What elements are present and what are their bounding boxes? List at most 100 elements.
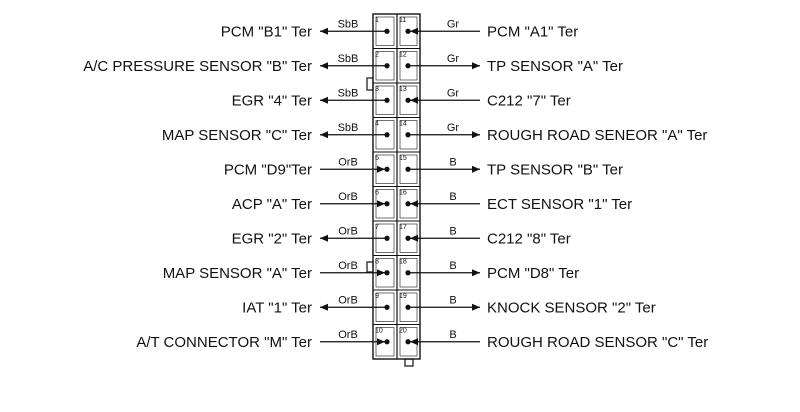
wire-color-code: SbB <box>338 18 359 30</box>
wire-color-code: Gr <box>447 87 460 99</box>
arrow-left-icon <box>410 200 418 208</box>
right-pin-row: 14 Gr ROUGH ROAD SENEOR "A" Ter <box>399 121 707 144</box>
left-pin-row: 3 SbB EGR "4" Ter <box>232 86 390 109</box>
pin-number: 7 <box>375 224 379 231</box>
pin-number: 9 <box>375 293 379 300</box>
terminal-label: PCM "D9"Ter <box>224 161 312 178</box>
arrow-left-icon <box>320 234 328 242</box>
pin-number: 14 <box>399 121 407 128</box>
wire-color-code: OrB <box>338 225 358 237</box>
arrow-right-icon <box>472 269 480 277</box>
wire-color-code: B <box>449 260 456 272</box>
connector-foot <box>404 358 414 367</box>
terminal-label: PCM "B1" Ter <box>221 23 312 40</box>
right-pin-row: 11 Gr PCM "A1" Ter <box>399 17 578 40</box>
arrow-right-icon <box>472 131 480 139</box>
arrow-right-icon <box>377 269 385 277</box>
left-pin-row: 9 OrB IAT "1" Ter <box>242 293 390 316</box>
arrow-left-icon <box>410 96 418 104</box>
right-pin-row: 20 B ROUGH ROAD SENSOR "C" Ter <box>399 328 708 351</box>
right-pin-row: 12 Gr TP SENSOR "A" Ter <box>399 52 623 75</box>
pin-number: 12 <box>399 52 407 59</box>
pin-number: 10 <box>375 328 383 335</box>
pin-number: 8 <box>375 259 379 266</box>
terminal-label: MAP SENSOR "A" Ter <box>163 265 312 282</box>
arrow-right-icon <box>472 62 480 70</box>
wire-color-code: SbB <box>338 87 359 99</box>
wire-color-code: B <box>449 225 456 237</box>
pin-number: 13 <box>399 86 407 93</box>
right-pin-row: 19 B KNOCK SENSOR "2" Ter <box>399 293 656 316</box>
arrow-right-icon <box>377 200 385 208</box>
connector-latch <box>366 77 374 91</box>
left-pin-row: 8 OrB MAP SENSOR "A" Ter <box>163 259 390 282</box>
pin-number: 19 <box>399 293 407 300</box>
terminal-label: C212 "8" Ter <box>487 230 571 247</box>
wire-color-code: Gr <box>447 122 460 134</box>
wire-color-code: B <box>449 329 456 341</box>
terminal-label: TP SENSOR "B" Ter <box>487 161 623 178</box>
pin-number: 1 <box>375 17 379 24</box>
wire-color-code: OrB <box>338 329 358 341</box>
right-pin-row: 17 B C212 "8" Ter <box>399 224 571 247</box>
terminal-label: EGR "4" Ter <box>232 92 312 109</box>
arrow-left-icon <box>410 27 418 35</box>
arrow-right-icon <box>377 338 385 346</box>
terminal-label: ROUGH ROAD SENEOR "A" Ter <box>487 127 707 144</box>
wire-color-code: B <box>449 156 456 168</box>
wire-color-code: OrB <box>338 191 358 203</box>
arrow-left-icon <box>320 131 328 139</box>
terminal-label: PCM "A1" Ter <box>487 23 578 40</box>
arrow-left-icon <box>320 96 328 104</box>
wire-color-code: SbB <box>338 53 359 65</box>
right-pin-row: 18 B PCM "D8" Ter <box>399 259 579 282</box>
right-pin-row: 15 B TP SENSOR "B" Ter <box>399 155 623 178</box>
wire-color-code: OrB <box>338 294 358 306</box>
terminal-label: EGR "2" Ter <box>232 230 312 247</box>
arrow-right-icon <box>377 165 385 173</box>
wire-color-code: SbB <box>338 122 359 134</box>
arrow-right-icon <box>472 165 480 173</box>
wire-color-code: Gr <box>447 53 460 65</box>
terminal-label: ROUGH ROAD SENSOR "C" Ter <box>487 334 708 351</box>
pin-number: 15 <box>399 155 407 162</box>
wire-color-code: Gr <box>447 18 460 30</box>
terminal-label: PCM "D8" Ter <box>487 265 579 282</box>
left-pin-row: 6 OrB ACP "A" Ter <box>232 190 390 213</box>
terminal-label: KNOCK SENSOR "2" Ter <box>487 299 656 316</box>
arrow-right-icon <box>472 303 480 311</box>
left-pin-row: 1 SbB PCM "B1" Ter <box>221 17 390 40</box>
arrow-left-icon <box>320 62 328 70</box>
pin-number: 16 <box>399 190 407 197</box>
pin-number: 2 <box>375 52 379 59</box>
terminal-label: A/T CONNECTOR "M" Ter <box>136 334 312 351</box>
pin-number: 11 <box>399 17 406 24</box>
pin-number: 3 <box>375 86 379 93</box>
pin-number: 17 <box>399 224 407 231</box>
terminal-label: ACP "A" Ter <box>232 196 312 213</box>
pin-number: 18 <box>399 259 407 266</box>
terminal-label: C212 "7" Ter <box>487 92 571 109</box>
arrow-left-icon <box>410 234 418 242</box>
pin-number: 6 <box>375 190 379 197</box>
left-pin-row: 2 SbB A/C PRESSURE SENSOR "B" Ter <box>83 52 390 75</box>
wire-color-code: B <box>449 294 456 306</box>
pin-number: 4 <box>375 121 379 128</box>
terminal-label: TP SENSOR "A" Ter <box>487 58 623 75</box>
terminal-label: IAT "1" Ter <box>242 299 312 316</box>
pin-number: 20 <box>399 328 407 335</box>
terminal-label: A/C PRESSURE SENSOR "B" Ter <box>83 58 312 75</box>
arrow-left-icon <box>410 338 418 346</box>
wire-color-code: OrB <box>338 260 358 272</box>
left-pin-row: 7 OrB EGR "2" Ter <box>232 224 390 247</box>
left-pin-row: 10 OrB A/T CONNECTOR "M" Ter <box>136 328 390 351</box>
pin-number: 5 <box>375 155 379 162</box>
arrow-left-icon <box>320 303 328 311</box>
connector-latch <box>366 261 374 273</box>
